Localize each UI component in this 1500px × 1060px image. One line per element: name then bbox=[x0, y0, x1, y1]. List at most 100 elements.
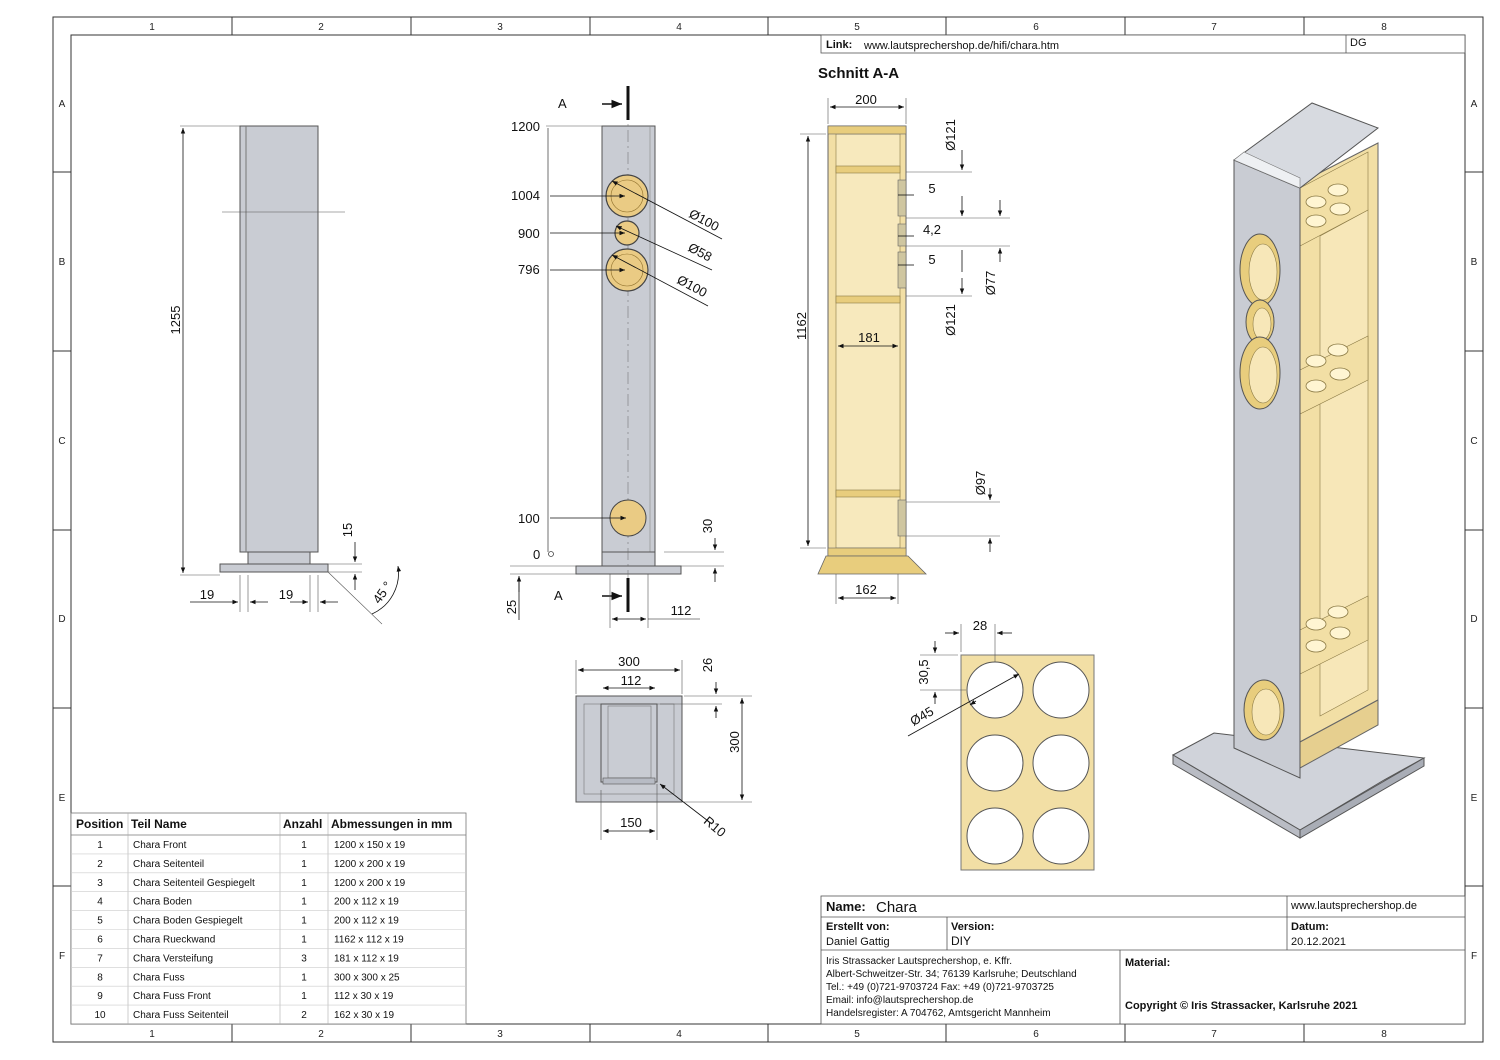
section-view: 200 1162 181 162 Ø121 5 4,2 5 Ø77 Ø121 bbox=[794, 92, 1010, 604]
dim-plate-spacing: 28 bbox=[973, 618, 987, 633]
level-900: 900 bbox=[518, 226, 540, 241]
grid-row-label: A bbox=[59, 99, 66, 110]
table-cell: 1200 x 200 x 19 bbox=[334, 878, 406, 889]
table-cell: Chara Boden Gespiegelt bbox=[133, 916, 243, 927]
table-header-position: Position bbox=[76, 817, 123, 831]
level-1200: 1200 bbox=[511, 119, 540, 134]
dim-section-d97: Ø97 bbox=[973, 471, 988, 496]
table-cell: 4 bbox=[97, 897, 103, 908]
front-foot-riser bbox=[601, 551, 656, 567]
grid-col-label: 1 bbox=[149, 22, 155, 33]
level-1004: 1004 bbox=[511, 188, 540, 203]
grid-row-label: C bbox=[58, 436, 65, 447]
grid-col-label: 6 bbox=[1033, 1029, 1039, 1040]
table-cell: 1 bbox=[301, 935, 307, 946]
title-name: Chara bbox=[876, 899, 918, 916]
side-panel bbox=[239, 125, 319, 553]
table-cell: 1200 x 200 x 19 bbox=[334, 859, 406, 870]
parts-table: Position Teil Name Anzahl Abmessungen in… bbox=[70, 812, 467, 1025]
side-foot-riser bbox=[247, 551, 311, 565]
front-foot-plate bbox=[575, 565, 682, 575]
dim-top-radius: R10 bbox=[701, 813, 729, 840]
table-cell: Chara Seitenteil Gespiegelt bbox=[133, 878, 255, 889]
grid-row-label: B bbox=[1471, 257, 1478, 268]
company-line: Albert-Schweitzer-Str. 34; 76139 Karlsru… bbox=[826, 969, 1077, 980]
table-cell: 2 bbox=[97, 859, 103, 870]
grid-row-label: D bbox=[58, 614, 65, 625]
table-cell: 1 bbox=[301, 878, 307, 889]
brace-plate-holes bbox=[966, 661, 1090, 865]
grid-col-label: 5 bbox=[854, 1029, 860, 1040]
company-line: Iris Strassacker Lautsprechershop, e. Kf… bbox=[826, 956, 1012, 967]
table-cell: 3 bbox=[301, 953, 307, 964]
dim-top-front: 150 bbox=[620, 815, 642, 830]
brace-2 bbox=[835, 295, 901, 304]
dim-section-d121-bottom: Ø121 bbox=[943, 304, 958, 336]
dim-plate-hole: Ø45 bbox=[907, 703, 936, 728]
table-cell: Chara Fuss Seitenteil bbox=[133, 1010, 229, 1021]
table-cell: 1 bbox=[301, 897, 307, 908]
grid-col-label: 7 bbox=[1211, 1029, 1217, 1040]
link-label: Link: bbox=[826, 39, 852, 51]
section-title: Schnitt A-A bbox=[818, 65, 899, 82]
table-cell: 1162 x 112 x 19 bbox=[334, 935, 404, 946]
title-author: Daniel Gattig bbox=[826, 936, 890, 948]
grid-col-label: 8 bbox=[1381, 22, 1387, 33]
brace-plate-view: 28 30,5 Ø45 bbox=[907, 618, 1095, 871]
title-copyright: Copyright © Iris Strassacker, Karlsruhe … bbox=[1125, 1000, 1358, 1012]
table-cell: Chara Fuss bbox=[133, 972, 185, 983]
dim-top-outer: 300 bbox=[618, 654, 640, 669]
dim-tweeter-diameter: Ø58 bbox=[686, 240, 715, 265]
grid-col-label: 7 bbox=[1211, 22, 1217, 33]
table-cell: 181 x 112 x 19 bbox=[334, 953, 399, 964]
dim-section-d77: Ø77 bbox=[983, 271, 998, 296]
table-header-name: Teil Name bbox=[131, 817, 187, 831]
table-cell: 10 bbox=[94, 1010, 106, 1021]
section-foot bbox=[817, 555, 927, 575]
grid-col-label: 4 bbox=[676, 22, 682, 33]
link-url[interactable]: www.lautsprechershop.de/hifi/chara.htm bbox=[863, 40, 1059, 52]
dim-top-offset: 26 bbox=[700, 658, 715, 672]
dim-side-w1: 19 bbox=[200, 587, 214, 602]
table-cell: Chara Seitenteil bbox=[133, 859, 204, 870]
dim-top-depth: 300 bbox=[727, 731, 742, 753]
dim-section-s2: 4,2 bbox=[923, 222, 941, 237]
top-cabinet-outline bbox=[600, 703, 658, 783]
title-name-label: Name: bbox=[826, 899, 866, 914]
grid-col-label: 4 bbox=[676, 1029, 682, 1040]
brace-3 bbox=[835, 489, 901, 498]
title-date-label: Datum: bbox=[1291, 921, 1329, 933]
table-cell: Chara Versteifung bbox=[133, 953, 213, 964]
table-cell: 8 bbox=[97, 972, 103, 983]
table-header-count: Anzahl bbox=[283, 817, 322, 831]
dim-section-top-width: 200 bbox=[855, 92, 877, 107]
table-cell: 200 x 112 x 19 bbox=[334, 916, 399, 927]
level-100: 100 bbox=[518, 511, 540, 526]
grid-row-label: D bbox=[1470, 614, 1477, 625]
title-author-label: Erstellt von: bbox=[826, 921, 890, 933]
section-marker-bottom: A bbox=[554, 588, 563, 603]
table-cell: 5 bbox=[97, 916, 103, 927]
title-version: DIY bbox=[951, 934, 971, 948]
level-796: 796 bbox=[518, 262, 540, 277]
side-foot-plate bbox=[219, 563, 329, 573]
grid-col-label: 2 bbox=[318, 1029, 324, 1040]
company-line: Email: info@lautsprechershop.de bbox=[826, 995, 974, 1006]
dim-side-foot: 15 bbox=[340, 523, 355, 537]
table-cell: 1 bbox=[301, 991, 307, 1002]
grid-row-label: F bbox=[1471, 951, 1477, 962]
title-website[interactable]: www.lautsprechershop.de bbox=[1290, 900, 1417, 912]
grid-row-labels-left: A B C D E F bbox=[58, 99, 65, 962]
grid-col-label: 3 bbox=[497, 1029, 503, 1040]
grid-col-label: 5 bbox=[854, 22, 860, 33]
grid-col-label: 6 bbox=[1033, 22, 1039, 33]
grid-row-label: B bbox=[59, 257, 66, 268]
